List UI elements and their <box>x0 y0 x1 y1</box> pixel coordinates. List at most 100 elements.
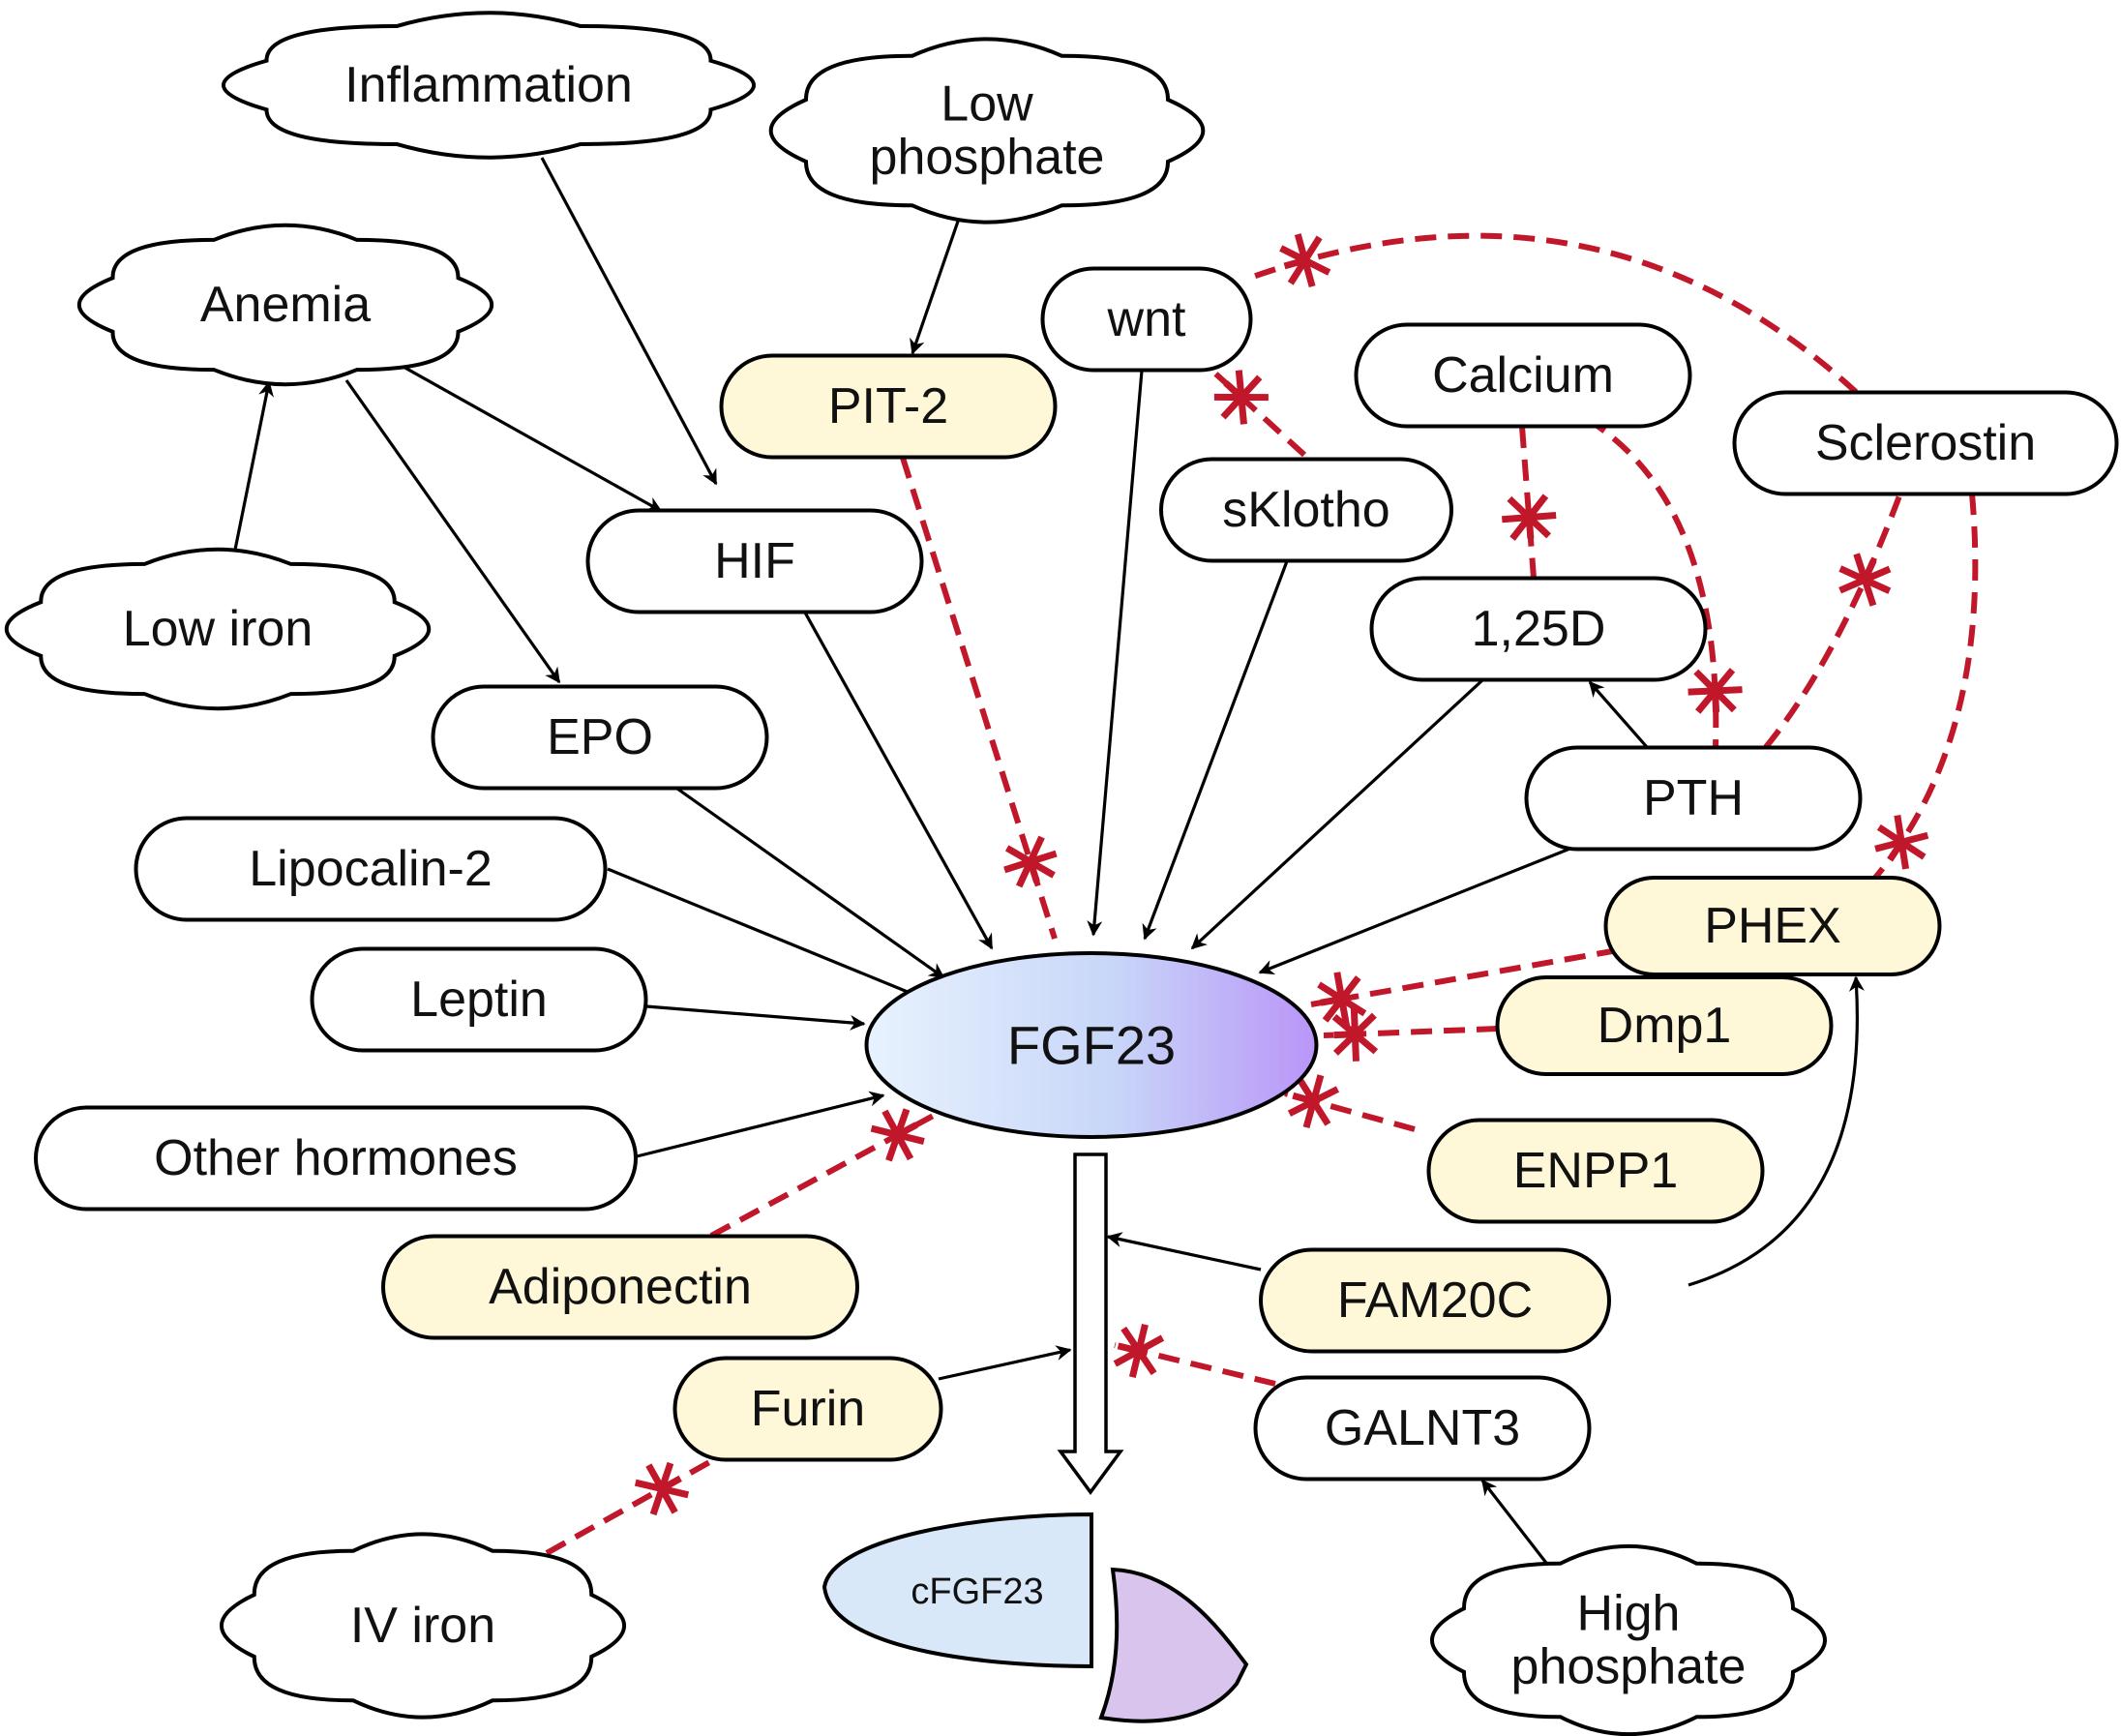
node-label: Sclerostin <box>1815 415 2036 471</box>
node-fam20c: FAM20C <box>1259 1247 1611 1354</box>
pill-shape <box>431 684 769 791</box>
node-galnt3: GALNT3 <box>1253 1375 1592 1482</box>
node-label: wnt <box>1107 291 1186 347</box>
node-sclerostin: Sclerostin <box>1732 390 2119 496</box>
edges-layer <box>233 157 1979 1576</box>
node-inflammation: Inflammation <box>222 11 756 160</box>
node-label: PTH <box>1643 770 1744 826</box>
cleavage-layer <box>1057 1152 1124 1495</box>
cfgf23-label: cFGF23 <box>911 1571 1043 1612</box>
inhibition-mark-icon <box>1279 233 1331 287</box>
pill-shape <box>672 1356 943 1462</box>
inhibition-mark-icon <box>1213 370 1269 425</box>
node-label: PHEX <box>1704 898 1841 954</box>
node-pth: PTH <box>1524 745 1863 852</box>
inhibition-edge-pit2-to-fgf23 <box>900 457 1058 940</box>
activation-edge-other-hormones-to-fgf23 <box>636 1091 885 1158</box>
activation-edge-fam20c-to-cleavage <box>1106 1232 1262 1272</box>
inhibition-mark-icon <box>634 1461 690 1516</box>
node-label: Lipocalin-2 <box>249 841 493 897</box>
node-lipocalin2: Lipocalin-2 <box>134 816 608 922</box>
activation-edge-pth-to-fgf23 <box>1258 846 1573 975</box>
receptor-shape <box>1098 1567 1249 1723</box>
pill-shape <box>1732 390 2119 496</box>
pill-shape <box>1603 876 1942 976</box>
cfgf23-fragment-shape <box>822 1512 1093 1669</box>
node-label: Inflammation <box>344 57 633 113</box>
pill-shape <box>1040 266 1253 373</box>
inhibition-edge-calcium-to-pth <box>1585 416 1719 748</box>
inhibition-mark-icon <box>1838 553 1892 607</box>
node-label: Adiponectin <box>489 1259 752 1315</box>
node-label: IV iron <box>350 1598 495 1654</box>
node-label: HIF <box>714 533 795 589</box>
pill-shape <box>381 1234 859 1340</box>
node-wnt: wnt <box>1040 266 1253 373</box>
inhibition-mark-icon <box>1874 815 1929 870</box>
pill-shape <box>585 508 924 614</box>
node-label: Low iron <box>123 601 314 657</box>
activation-edge-pth-to-d125 <box>1588 680 1649 749</box>
pill-shape <box>1253 1375 1592 1482</box>
inhibition-mark-icon <box>1688 668 1743 714</box>
cloud-shape <box>77 223 493 387</box>
cloud-shape <box>5 547 431 711</box>
node-label: Other hormones <box>154 1130 518 1186</box>
node-sklotho: sKlotho <box>1159 457 1453 563</box>
activation-edge-sklotho-to-fgf23 <box>1142 560 1289 941</box>
activation-edge-furin-to-cleavage <box>938 1345 1072 1381</box>
node-iv-iron: IV iron <box>219 1532 627 1720</box>
node-label: FGF23 <box>1007 1015 1176 1076</box>
inhibition-mark-icon <box>1331 1006 1379 1062</box>
inhibition-edge-iv-iron-to-furin <box>545 1458 713 1556</box>
node-label: Dmp1 <box>1598 998 1732 1054</box>
activation-edge-low-phosphate-to-pit2 <box>910 212 963 355</box>
node-label: ENPP1 <box>1513 1143 1679 1199</box>
activation-edge-d125-to-fgf23 <box>1190 678 1484 950</box>
pill-shape <box>1159 457 1453 563</box>
activation-edge-anemia-to-epo <box>344 379 561 684</box>
node-epo: EPO <box>431 684 769 791</box>
ellipse-shape <box>864 951 1319 1139</box>
node-d125: 1,25D <box>1369 576 1708 682</box>
pill-shape <box>1524 745 1863 852</box>
cloud-shape <box>219 1532 627 1720</box>
activation-edge-wnt-to-fgf23 <box>1087 370 1144 937</box>
pill-shape <box>719 353 1058 460</box>
node-fgf23: FGF23 <box>864 951 1319 1139</box>
pill-shape <box>1495 975 1834 1076</box>
inhibition-edge-pth-to-sclerostin <box>1763 492 1903 749</box>
activation-edge-high-phosphate-to-galnt3 <box>1480 1479 1558 1576</box>
activation-edge-lipocalin2-to-fgf23 <box>607 867 926 1001</box>
activation-edge-leptin-to-fgf23 <box>645 1004 866 1031</box>
inhibition-edge-calcium-to-d125 <box>1519 426 1537 579</box>
node-label: FAM20C <box>1337 1272 1533 1329</box>
node-other-hormones: Other hormones <box>34 1105 638 1212</box>
inhibition-mark-icon <box>1502 494 1557 541</box>
cloud-shape <box>222 11 756 160</box>
pill-shape <box>1354 322 1692 429</box>
node-label: Furin <box>751 1381 865 1437</box>
node-low-iron: Low iron <box>5 547 431 711</box>
inhibition-mark-icon <box>1113 1323 1165 1379</box>
node-pit2: PIT-2 <box>719 353 1058 460</box>
node-adiponectin: Adiponectin <box>381 1234 859 1340</box>
node-anemia: Anemia <box>77 223 493 387</box>
node-label: sKlotho <box>1222 482 1389 538</box>
pill-shape <box>1259 1247 1611 1354</box>
node-label: Calcium <box>1432 347 1614 404</box>
node-label: 1,25D <box>1472 601 1606 657</box>
pill-shape <box>1426 1118 1765 1224</box>
inhibition-mark-icon <box>870 1108 925 1162</box>
pill-shape <box>1369 576 1708 682</box>
node-phex: PHEX <box>1603 876 1942 976</box>
inhibition-mark-icon <box>1003 835 1058 888</box>
pill-shape <box>310 946 648 1053</box>
node-label: Leptin <box>410 972 548 1028</box>
pill-shape <box>34 1105 638 1212</box>
